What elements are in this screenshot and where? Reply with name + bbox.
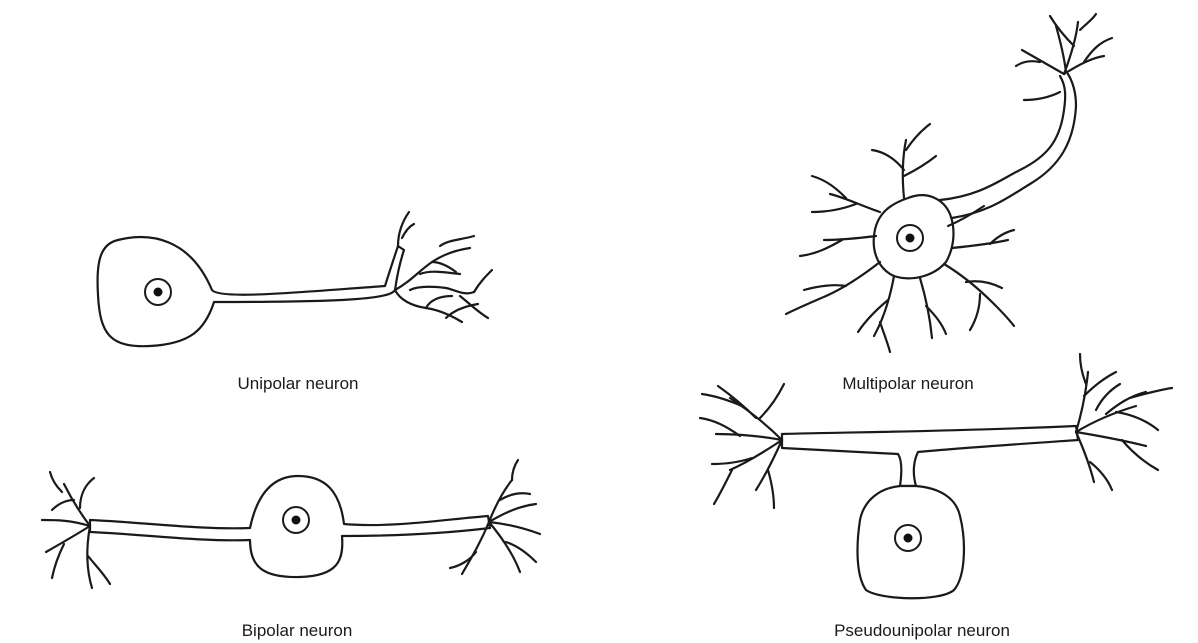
bipolar-right-dendrites (450, 460, 540, 574)
unipolar-neuron (98, 212, 492, 346)
unipolar-nucleolus (154, 288, 163, 297)
bipolar-nucleolus (292, 516, 301, 525)
unipolar-label: Unipolar neuron (238, 374, 359, 394)
pseudounipolar-right-dendrites (1076, 354, 1172, 490)
pseudounipolar-process (782, 426, 1078, 486)
unipolar-dendrites (395, 212, 492, 322)
multipolar-axon (940, 74, 1076, 218)
bipolar-label: Bipolar neuron (242, 621, 353, 641)
pseudounipolar-label: Pseudounipolar neuron (834, 621, 1010, 641)
multipolar-label: Multipolar neuron (842, 374, 973, 394)
multipolar-nucleolus (906, 234, 915, 243)
bipolar-neuron (42, 460, 540, 588)
multipolar-neuron (786, 14, 1112, 352)
unipolar-cell-body (98, 237, 404, 346)
pseudounipolar-left-dendrites (700, 384, 784, 508)
pseudounipolar-nucleolus (904, 534, 913, 543)
